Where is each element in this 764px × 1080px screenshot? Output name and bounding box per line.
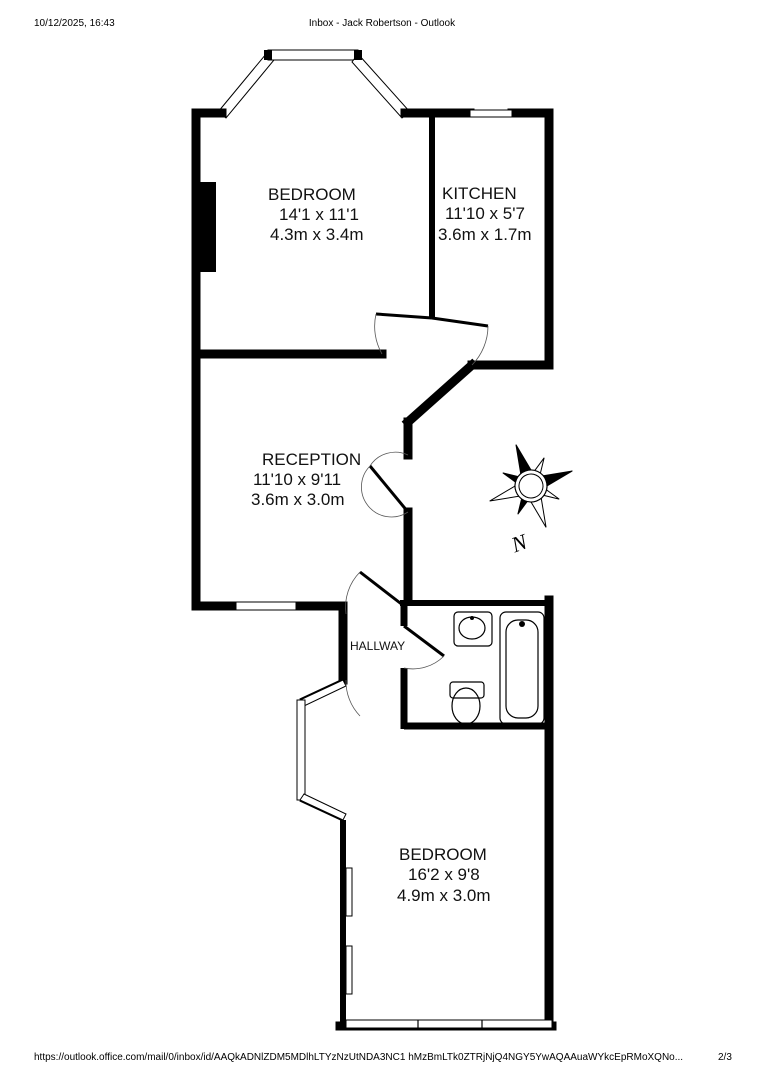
walls: [191, 108, 557, 1031]
bedroom1-metric: 4.3m x 3.4m: [270, 225, 364, 244]
footer-url: https://outlook.office.com/mail/0/inbox/…: [34, 1052, 684, 1063]
compass-north-label: N: [507, 528, 532, 557]
bedroom2-metric: 4.9m x 3.0m: [397, 886, 491, 905]
bedroom2-name: BEDROOM: [399, 845, 487, 864]
kitchen-metric: 3.6m x 1.7m: [438, 225, 532, 244]
bathroom-fixtures: [449, 611, 545, 725]
bay-window-top: [217, 49, 411, 119]
windows: [235, 109, 553, 1029]
reception-name: RECEPTION: [262, 450, 361, 469]
doors: [345, 313, 489, 717]
reception-metric: 3.6m x 3.0m: [251, 490, 345, 509]
bedroom2-imperial: 16'2 x 9'8: [408, 865, 480, 884]
kitchen-name: KITCHEN: [442, 184, 517, 203]
bedroom1-imperial: 14'1 x 11'1: [279, 205, 359, 224]
hallway-name: HALLWAY: [350, 639, 405, 653]
kitchen-imperial: 11'10 x 5'7: [445, 204, 525, 223]
compass-rose: [489, 444, 573, 528]
footer-page-number: 2/3: [718, 1052, 732, 1063]
reception-imperial: 11'10 x 9'11: [253, 470, 341, 489]
bedroom1-name: BEDROOM: [268, 185, 356, 204]
header-datetime: 10/12/2025, 16:43: [34, 18, 115, 29]
chimney-breast: [200, 182, 216, 272]
header-title: Inbox - Jack Robertson - Outlook: [308, 18, 456, 29]
